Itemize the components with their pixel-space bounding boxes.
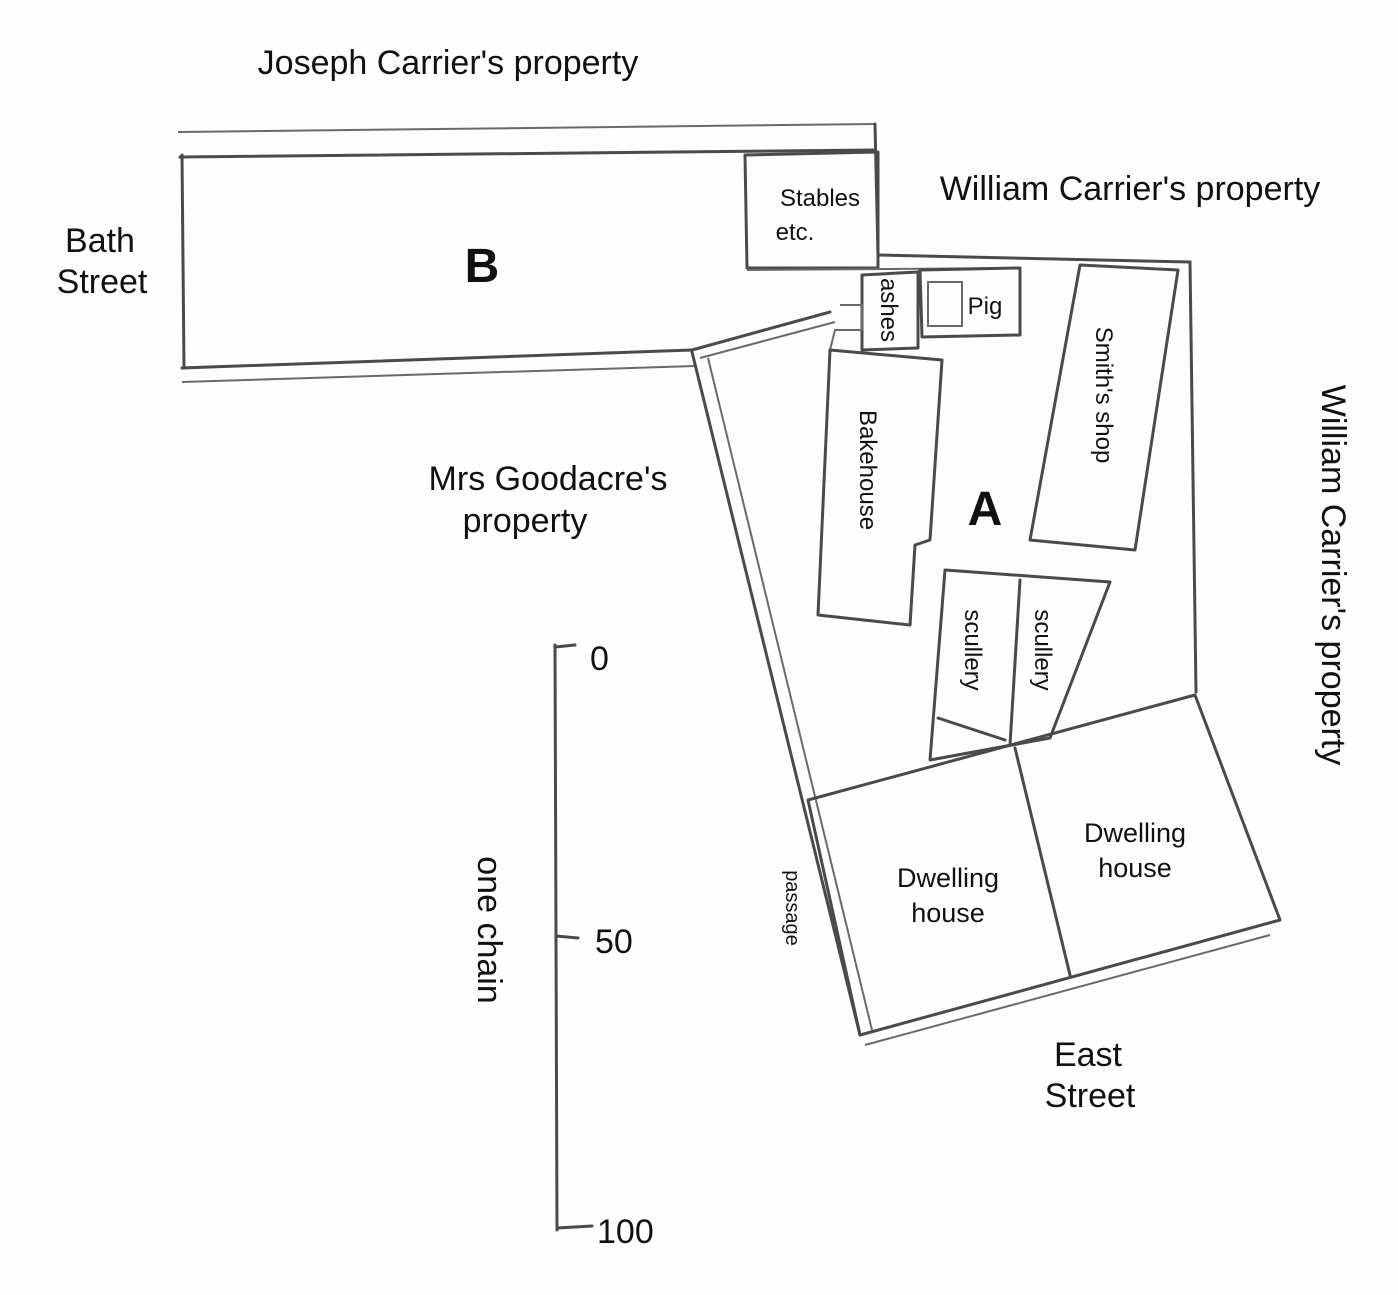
label-scale-one-chain: one chain [470, 856, 508, 1003]
label-dwelling-2-1: Dwelling [1084, 818, 1186, 848]
label-smiths-shop: Smith's shop [1090, 327, 1117, 464]
label-scullery-1: scullery [959, 609, 986, 690]
label-stables-2: etc. [776, 219, 815, 246]
label-plot-b: B [465, 240, 500, 293]
label-william-carrier-east: William Carrier's property [1314, 385, 1352, 766]
plot-b-boundary [177, 122, 880, 383]
label-east-street-2: Street [1045, 1077, 1136, 1115]
label-dwelling-2-2: house [1098, 853, 1172, 883]
dwelling-houses [806, 693, 1282, 1037]
scale-tick-0: 0 [590, 640, 609, 678]
stables-building [743, 150, 880, 270]
scale-bar [553, 643, 594, 1232]
plot-a-boundary [690, 253, 1198, 1037]
label-goodacre-2: property [463, 502, 588, 540]
label-dwelling-1-2: house [911, 898, 985, 928]
smiths-shop-building [1028, 263, 1180, 552]
label-scullery-2: scullery [1029, 609, 1056, 690]
label-william-carrier-north: William Carrier's property [940, 170, 1321, 208]
scale-tick-100: 100 [597, 1213, 654, 1251]
scullery-buildings [928, 568, 1112, 762]
label-east-street-1: East [1054, 1036, 1123, 1074]
label-plot-a: A [968, 483, 1003, 536]
label-stables-1: Stables [780, 185, 860, 212]
label-ashes: ashes [875, 278, 902, 342]
scale-tick-50: 50 [595, 923, 633, 961]
label-goodacre-1: Mrs Goodacre's [429, 460, 668, 498]
pig-sty [918, 266, 1022, 339]
label-pig: Pig [968, 293, 1003, 320]
label-bakehouse: Bakehouse [854, 410, 881, 530]
bakehouse-building [816, 348, 944, 627]
label-joseph-carrier: Joseph Carrier's property [258, 44, 639, 82]
label-dwelling-1-1: Dwelling [897, 863, 999, 893]
label-bath-street-1: Bath [65, 222, 135, 260]
label-bath-street-2: Street [57, 263, 148, 301]
label-passage: passage [781, 870, 803, 946]
